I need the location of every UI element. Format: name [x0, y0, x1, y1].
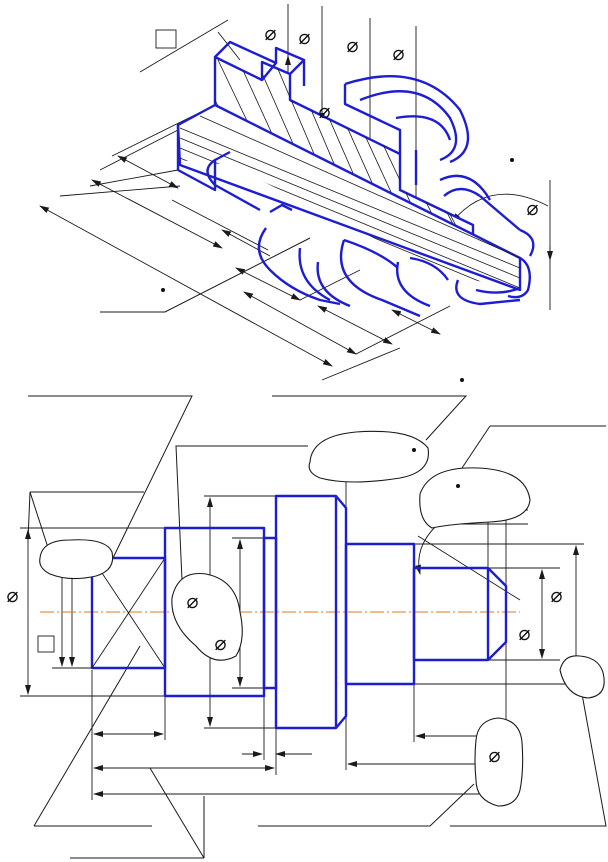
- callout-bubbles: [39, 430, 605, 807]
- square-symbol-front: [37, 635, 55, 653]
- diameter-symbol: ⌀: [518, 621, 530, 645]
- dot-mark: [460, 378, 464, 382]
- front-view: ⌀ ⌀ ⌀ ⌀ ⌀ ⌀: [6, 395, 607, 859]
- diameter-symbol: ⌀: [298, 25, 310, 49]
- diameter-symbol: ⌀: [264, 21, 276, 45]
- diameter-symbol: ⌀: [214, 631, 226, 655]
- callout-bubble: [474, 717, 524, 807]
- callout-bubble: [39, 539, 114, 580]
- diameter-symbol: ⌀: [318, 99, 330, 123]
- diameter-symbol: ⌀: [526, 196, 538, 220]
- iso-cylinders: [206, 75, 535, 318]
- callout-bubble: [171, 572, 243, 661]
- diameter-symbol: ⌀: [6, 583, 18, 607]
- diameter-symbol: ⌀: [550, 583, 562, 607]
- dot-mark: [161, 288, 165, 292]
- isometric-view: ⌀ ⌀ ⌀ ⌀ ⌀ ⌀: [39, 4, 553, 382]
- callout-bubble: [559, 655, 605, 699]
- dot-mark: [456, 484, 460, 488]
- iso-symbols: ⌀ ⌀ ⌀ ⌀ ⌀ ⌀: [155, 21, 538, 382]
- front-leaders: [27, 395, 607, 859]
- dot-mark: [510, 158, 514, 162]
- diameter-symbol: ⌀: [346, 33, 358, 57]
- callout-bubble: [308, 430, 429, 483]
- diameter-symbol: ⌀: [488, 743, 500, 767]
- diameter-symbol: ⌀: [392, 41, 404, 65]
- dot-mark: [412, 448, 416, 452]
- iso-section-lower: [176, 103, 522, 292]
- callout-bubble: [419, 467, 531, 529]
- diameter-symbol: ⌀: [186, 589, 198, 613]
- front-symbols: ⌀ ⌀ ⌀ ⌀ ⌀ ⌀: [6, 448, 562, 767]
- shaft-contour: [90, 494, 508, 730]
- square-symbol-iso: [155, 29, 177, 49]
